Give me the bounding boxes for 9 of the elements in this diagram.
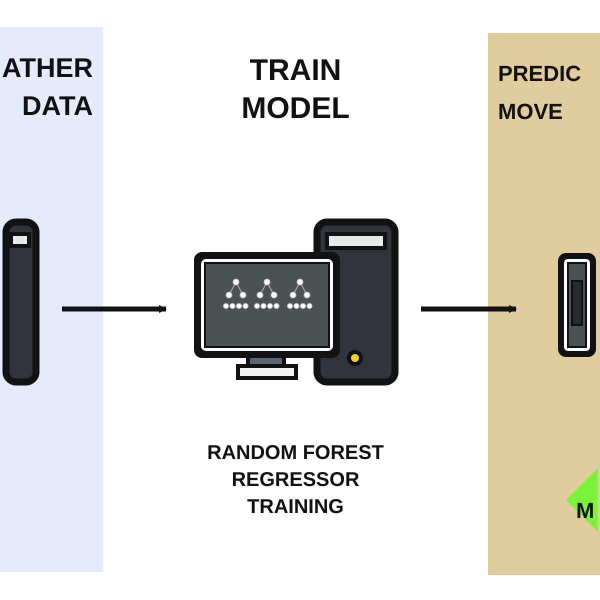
arrow [62, 305, 167, 313]
stage-panel [488, 33, 600, 575]
arrow [421, 305, 517, 313]
stage-heading: TRAIN MODEL [240, 53, 351, 127]
stage-heading: ATHER DATA [1, 52, 93, 123]
stage-caption: RANDOM FOREST REGRESSOR TRAINING [206, 441, 385, 520]
stage-heading: PREDIC MOVE [498, 60, 582, 126]
stage-panel [0, 27, 103, 572]
decision-label: M [576, 500, 594, 522]
